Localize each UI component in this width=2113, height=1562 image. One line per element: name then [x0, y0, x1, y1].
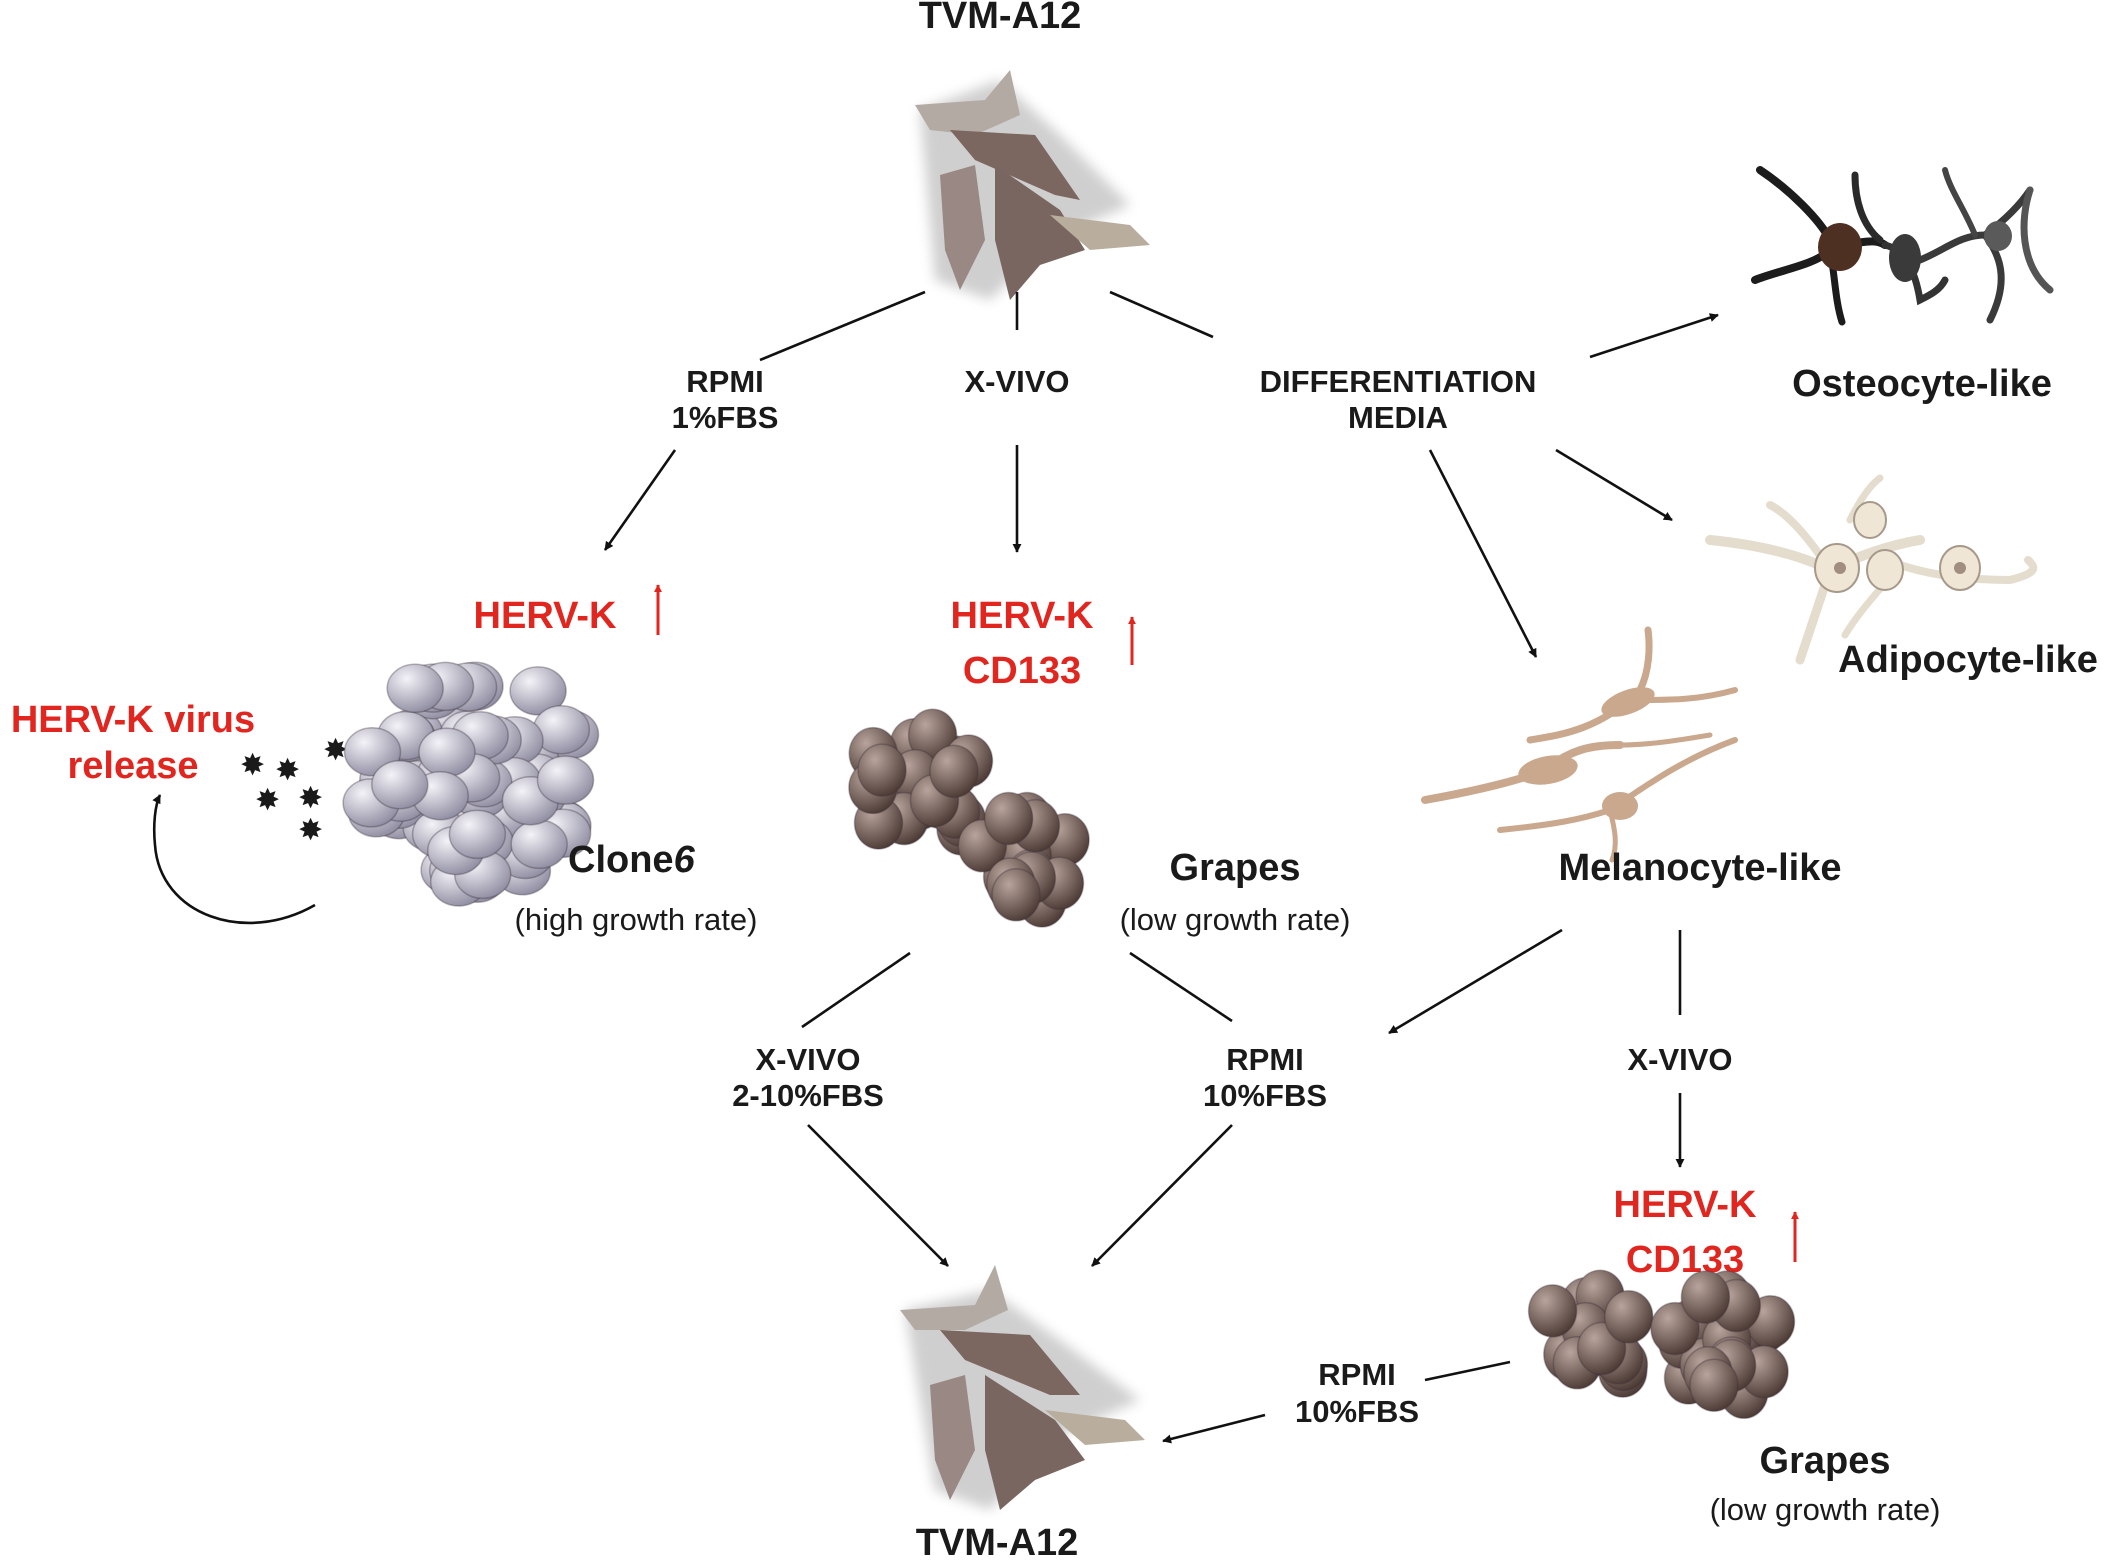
edge-grapes-to-xvivo210 — [801, 951, 911, 1029]
grape-cell — [983, 791, 1034, 846]
grapes-note: (low growth rate) — [1120, 902, 1351, 937]
tvm-cell — [1045, 1410, 1145, 1445]
condition-xvivo-2-10-line2: 2-10%FBS — [732, 1078, 884, 1113]
grapes-cd133-marker: CD133 — [963, 650, 1081, 692]
grape-cell — [1689, 1358, 1739, 1412]
clone-cell — [536, 755, 595, 805]
grape-cell — [1527, 1284, 1578, 1338]
adipocyte-cells — [1705, 474, 2038, 665]
arrow-to-bottom-tvm-left — [807, 1124, 949, 1267]
edge-grapes2-to-rpmi10 — [1424, 1360, 1511, 1382]
grape-cell — [929, 744, 979, 799]
condition-xvivo-2-10-line1: X-VIVO — [755, 1042, 860, 1077]
condition-rpmi-10-mid-line2: 10%FBS — [1203, 1078, 1327, 1113]
arrow-to-melanocyte — [1428, 449, 1538, 658]
virus-particles: ✸ ✸ ✸ ✸ ✸ ✸ — [240, 734, 348, 847]
virus-release-label-line2: release — [67, 745, 198, 787]
edge-grapes-to-rpmi10 — [1129, 951, 1233, 1023]
clone6-note: (high growth rate) — [515, 902, 758, 937]
clone-cell — [418, 727, 476, 778]
clone-cell — [448, 809, 507, 860]
clone6-cell-cluster — [342, 661, 600, 907]
adipocyte-name: Adipocyte-like — [1838, 639, 2098, 681]
arrow-to-clone6 — [603, 449, 677, 551]
grapes-name: Grapes — [1170, 847, 1301, 889]
arrow-to-bottom-tvm-right — [1091, 1124, 1233, 1267]
tvm-cell — [900, 1265, 1008, 1330]
grape-cell — [1680, 1270, 1731, 1324]
condition-xvivo-right: X-VIVO — [1627, 1042, 1732, 1077]
arrow-melanocyte-to-rpmi10 — [1388, 928, 1563, 1035]
arrow-to-adipocyte — [1555, 448, 1673, 522]
melanocyte-name: Melanocyte-like — [1559, 847, 1842, 889]
grape-cell — [1650, 1301, 1700, 1356]
edge-top-to-rpmi1 — [759, 290, 926, 362]
tvm-cell — [985, 1375, 1085, 1510]
tvm-cell — [940, 1330, 1080, 1395]
condition-differentiation-line2: MEDIA — [1348, 400, 1448, 435]
grapes2-note: (low growth rate) — [1710, 1492, 1941, 1527]
virus-particle-icon: ✸ — [298, 814, 323, 847]
tvm-cell — [1050, 215, 1150, 250]
clone-cell — [371, 759, 429, 810]
condition-rpmi-10-bottom-line1: RPMI — [1318, 1357, 1396, 1392]
condition-rpmi-10-mid-line1: RPMI — [1226, 1042, 1304, 1077]
grape-cell — [857, 743, 907, 797]
clone-cell — [510, 819, 568, 870]
tvm-cell — [950, 130, 1080, 200]
grapes-herv-k-marker: HERV-K — [951, 595, 1094, 637]
top-node-label: TVM-A12 — [919, 0, 1082, 37]
virus-release-label-line1: HERV-K virus — [11, 699, 255, 741]
grapes2-herv-k-marker: HERV-K — [1614, 1184, 1757, 1226]
osteocyte-cells — [1751, 166, 2054, 326]
tvm-cell — [940, 165, 985, 290]
tvm-cell — [995, 165, 1085, 300]
arrow-to-osteocyte — [1589, 313, 1719, 359]
bottom-tvm-cell-cluster — [900, 1265, 1145, 1510]
bottom-node-label: TVM-A12 — [916, 1522, 1079, 1562]
grape-cell — [1604, 1290, 1654, 1344]
clone-herv-k-marker: HERV-K — [474, 595, 617, 637]
virus-particle-icon: ✸ — [323, 734, 348, 767]
melanocyte-cells — [1421, 626, 1738, 863]
grapes-cell-cluster — [848, 708, 1090, 928]
clone6-name: Clone6 — [568, 839, 696, 881]
condition-rpmi-10-bottom-line2: 10%FBS — [1295, 1394, 1419, 1429]
top-tvm-cell-cluster — [915, 70, 1150, 300]
grapes2-name: Grapes — [1760, 1440, 1891, 1482]
clone-cell — [386, 663, 444, 714]
virus-particle-icon: ✸ — [255, 784, 280, 817]
condition-differentiation-line1: DIFFERENTIATION — [1260, 364, 1537, 399]
edge-top-to-differentiation — [1109, 290, 1214, 339]
condition-xvivo-top: X-VIVO — [964, 364, 1069, 399]
condition-rpmi-1fbs-line1: RPMI — [686, 364, 764, 399]
tvm-cell — [915, 70, 1020, 135]
grape-cell — [991, 868, 1041, 922]
condition-rpmi-1fbs-line2: 1%FBS — [672, 400, 779, 435]
osteocyte-name: Osteocyte-like — [1792, 363, 2052, 405]
arrow-grapes2-to-bottom-tvm — [1162, 1413, 1266, 1444]
virus-particle-icon: ✸ — [298, 782, 323, 815]
virus-particle-icon: ✸ — [275, 754, 300, 787]
clone-cell — [509, 666, 567, 716]
tvm-cell — [930, 1375, 975, 1500]
grapes2-cell-cluster — [1527, 1269, 1796, 1420]
virus-particle-icon: ✸ — [240, 749, 265, 782]
virus-release-curved-arrow — [152, 794, 316, 925]
